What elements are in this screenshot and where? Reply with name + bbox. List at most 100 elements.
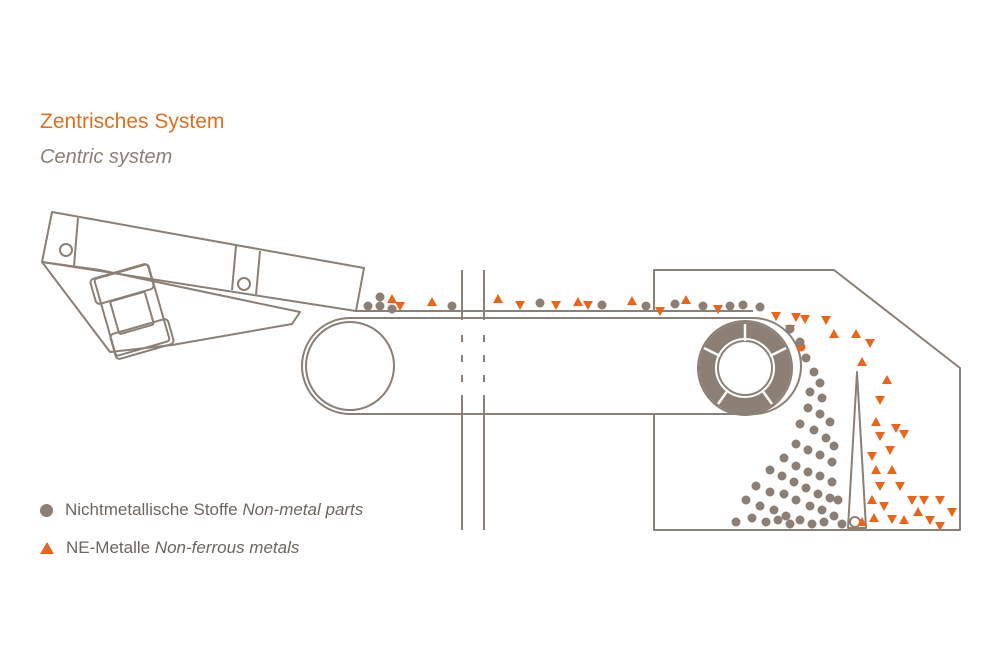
nonmetal-particle	[833, 495, 843, 505]
nonferrous-particle	[857, 357, 867, 366]
nonferrous-particle	[891, 424, 901, 433]
nonmetal-particle	[805, 501, 815, 511]
nonmetal-particle	[791, 495, 801, 505]
nonferrous-particle	[871, 465, 881, 474]
nonferrous-particle	[935, 522, 945, 531]
nonferrous-particle	[681, 295, 691, 304]
nonferrous-particle	[887, 515, 897, 524]
nonmetal-particle	[795, 337, 805, 347]
legend-nonmetal-de: Nichtmetallische Stoffe	[65, 500, 238, 519]
nonmetal-particle	[827, 477, 837, 487]
nonmetal-particle	[781, 511, 791, 521]
nonmetal-particle	[738, 300, 748, 310]
particles	[363, 292, 957, 531]
nonmetal-particle	[795, 515, 805, 525]
nonferrous-particle	[771, 312, 781, 321]
nonferrous-particle	[875, 396, 885, 405]
nonmetal-particle	[829, 441, 839, 451]
nonmetal-particle	[803, 403, 813, 413]
nonferrous-particle	[869, 513, 879, 522]
nonmetal-particle	[641, 301, 651, 311]
nonferrous-particle	[871, 417, 881, 426]
nonmetal-particle	[791, 439, 801, 449]
nonferrous-particle	[875, 432, 885, 441]
nonmetal-particle	[815, 450, 825, 460]
nonmetal-particle	[813, 489, 823, 499]
diagram-subtitle: Centric system	[40, 146, 173, 168]
nonferrous-particle	[947, 508, 957, 517]
break-lines	[461, 270, 485, 530]
nonmetal-particle	[535, 298, 545, 308]
nonmetal-particle	[805, 387, 815, 397]
nonmetal-particle	[825, 493, 835, 503]
nonmetal-particle	[751, 481, 761, 491]
nonferrous-particle	[867, 452, 877, 461]
nonmetal-particle	[815, 471, 825, 481]
nonmetal-particle	[809, 367, 819, 377]
nonmetal-particle	[741, 495, 751, 505]
nonmetal-particle	[827, 457, 837, 467]
nonmetal-particle	[795, 419, 805, 429]
nonmetal-particle	[375, 301, 385, 311]
nonmetal-particle	[837, 519, 847, 529]
nonmetal-particle	[801, 483, 811, 493]
nonmetal-particle	[765, 487, 775, 497]
nonmetal-particle	[363, 301, 373, 311]
nonferrous-particle	[515, 301, 525, 310]
orange-triangle-icon	[40, 542, 54, 554]
nonferrous-particle	[395, 302, 405, 311]
nonmetal-particle	[387, 304, 397, 314]
legend-nonferrous-en: Non-ferrous metals	[154, 538, 300, 557]
nonferrous-particle	[857, 517, 867, 526]
nonmetal-particle	[765, 465, 775, 475]
nonferrous-particle	[935, 496, 945, 505]
nonmetal-particle	[747, 513, 757, 523]
nonmetal-particle	[807, 519, 817, 529]
nonmetal-particle	[785, 324, 795, 334]
nonmetal-particle	[755, 302, 765, 312]
nonferrous-particle	[882, 375, 892, 384]
nonferrous-particle	[493, 294, 503, 303]
nonmetal-particle	[815, 409, 825, 419]
nonferrous-particle	[867, 495, 877, 504]
nonmetal-particle	[819, 517, 829, 527]
nonferrous-particle	[821, 316, 831, 325]
nonferrous-particle	[899, 430, 909, 439]
nonferrous-particle	[627, 296, 637, 305]
nonferrous-particle	[879, 502, 889, 511]
nonferrous-particle	[899, 515, 909, 524]
nonmetal-particle	[755, 501, 765, 511]
nonmetal-particle	[821, 433, 831, 443]
legend-nonmetal-en: Non-metal parts	[242, 500, 364, 519]
nonmetal-particle	[817, 505, 827, 515]
gray-circle-icon	[40, 503, 53, 517]
nonferrous-particle	[655, 307, 665, 316]
nonferrous-particle	[800, 315, 810, 324]
legend-item-nonferrous: NE-Metalle Non-ferrous metals	[40, 538, 299, 558]
nonferrous-particle	[887, 465, 897, 474]
nonmetal-particle	[375, 292, 385, 302]
nonmetal-particle	[597, 300, 607, 310]
nonferrous-particle	[573, 297, 583, 306]
nonferrous-particle	[829, 329, 839, 338]
nonferrous-particle	[551, 301, 561, 310]
nonferrous-particle	[875, 482, 885, 491]
nonferrous-particle	[885, 446, 895, 455]
nonmetal-particle	[769, 505, 779, 515]
nonmetal-particle	[801, 353, 811, 363]
nonferrous-particle	[913, 507, 923, 516]
nonmetal-particle	[785, 519, 795, 529]
nonferrous-particle	[925, 516, 935, 525]
nonmetal-particle	[725, 301, 735, 311]
nonferrous-particle	[791, 313, 801, 322]
nonmetal-particle	[815, 378, 825, 388]
nonmetal-particle	[803, 445, 813, 455]
nonferrous-particle	[583, 301, 593, 310]
nonmetal-particle	[829, 511, 839, 521]
nonferrous-particle	[713, 305, 723, 314]
legend-nonferrous-de: NE-Metalle	[66, 538, 151, 557]
nonmetal-particle	[777, 471, 787, 481]
nonmetal-particle	[447, 301, 457, 311]
nonmetal-particle	[773, 515, 783, 525]
